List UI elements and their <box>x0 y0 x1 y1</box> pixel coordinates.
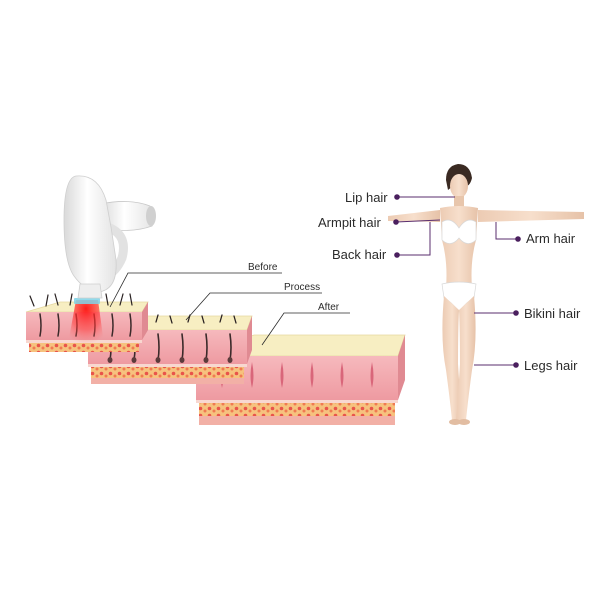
laser-handpiece-device <box>63 175 156 299</box>
label-arm-hair: Arm hair <box>526 231 576 246</box>
stage-label-after: After <box>318 302 340 313</box>
stage-label-before: Before <box>248 262 278 273</box>
label-lip-hair: Lip hair <box>345 190 388 205</box>
woman-figure <box>388 164 584 425</box>
stage-label-process: Process <box>284 282 320 293</box>
label-back-hair: Back hair <box>332 247 387 262</box>
label-legs-hair: Legs hair <box>524 358 578 373</box>
body-leader-dots <box>393 194 521 368</box>
label-bikini-hair: Bikini hair <box>524 306 581 321</box>
laser-beam <box>68 298 104 344</box>
stage-leaders <box>109 272 350 346</box>
label-armpit-hair: Armpit hair <box>318 215 382 230</box>
body-leaders <box>395 196 518 366</box>
